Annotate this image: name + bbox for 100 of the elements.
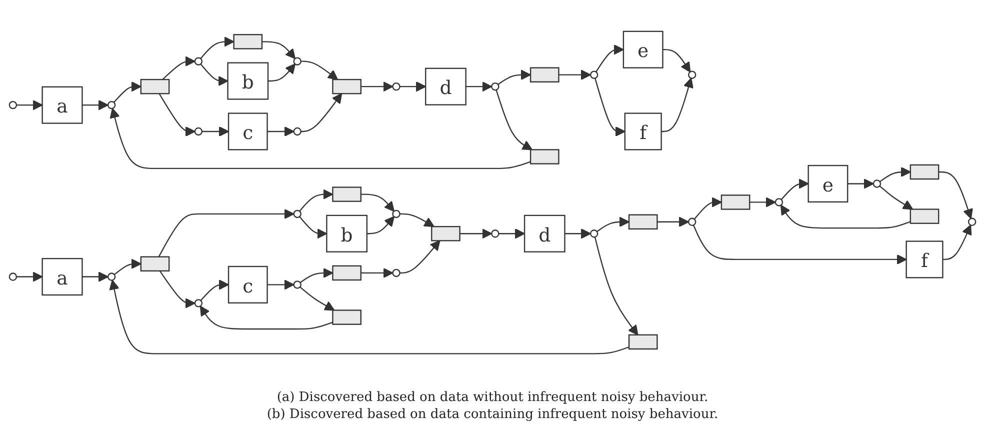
arrow	[780, 204, 911, 229]
node-circle	[590, 229, 598, 238]
node-box	[326, 214, 368, 252]
arrow	[82, 100, 108, 110]
node-circle	[590, 70, 598, 79]
node-circle	[293, 57, 302, 66]
node-box	[906, 240, 944, 278]
petri-net-diagram: a b c d e f a b c d f e	[0, 22, 985, 364]
arrow	[159, 270, 196, 308]
arrow	[267, 280, 294, 290]
arrow	[114, 258, 142, 276]
arrow	[300, 286, 335, 311]
node-box	[42, 258, 83, 296]
node-circle	[688, 218, 696, 226]
arrow	[158, 208, 294, 258]
node-circle	[774, 198, 784, 206]
node-circle	[293, 210, 302, 218]
node-circle	[107, 100, 116, 110]
arrow	[82, 272, 108, 282]
arrow	[200, 280, 229, 301]
node-circle	[194, 299, 203, 308]
arrow	[942, 224, 972, 260]
node-bar	[140, 78, 170, 94]
arrow	[498, 228, 525, 239]
node-circle	[8, 100, 18, 110]
arrow	[466, 81, 492, 92]
node-box	[227, 62, 269, 100]
node-circle	[688, 70, 696, 79]
node-circle	[491, 82, 500, 91]
arrow	[16, 272, 43, 282]
arrow	[657, 216, 690, 228]
arrow	[596, 44, 624, 72]
arrow	[366, 216, 394, 234]
arrow	[113, 81, 142, 103]
arrow	[496, 90, 533, 150]
arrow	[110, 108, 531, 170]
arrow	[16, 100, 43, 110]
arrow	[880, 166, 911, 182]
arrow	[300, 60, 338, 80]
node-box	[42, 86, 83, 124]
arrow	[300, 93, 342, 132]
arrow	[360, 268, 394, 278]
arrow	[460, 228, 492, 239]
arrow	[400, 81, 426, 92]
caption: (b) Discovered based on data containing infrequent noisy behaviour.	[266, 407, 720, 422]
node-bar	[332, 310, 362, 325]
node-circle	[293, 280, 302, 289]
node-bar	[332, 78, 362, 94]
arrow	[200, 64, 228, 86]
arrow	[848, 178, 874, 189]
node-bar	[332, 265, 362, 281]
arrow	[109, 280, 630, 354]
arrow	[360, 81, 394, 92]
node-bar	[140, 256, 170, 272]
node-circle	[392, 268, 400, 278]
arrow	[200, 36, 234, 59]
arrow	[268, 64, 296, 82]
node-bar	[628, 214, 658, 230]
arrow	[262, 41, 296, 60]
node-box	[425, 68, 466, 106]
node-box	[524, 214, 566, 252]
node-circle	[293, 127, 302, 136]
node-bar	[628, 334, 658, 350]
node-bar	[332, 186, 362, 202]
node-bar	[233, 34, 263, 50]
node-circle	[194, 57, 203, 66]
arrow	[780, 178, 809, 200]
arrow	[938, 171, 973, 219]
arrow	[692, 224, 907, 265]
arrow	[498, 70, 532, 85]
node-circle	[872, 180, 882, 188]
arrow	[202, 126, 229, 137]
arrow	[267, 126, 294, 137]
node-box	[808, 164, 848, 202]
node-circle	[392, 210, 400, 218]
node-box	[622, 30, 664, 68]
node-circle	[194, 127, 203, 136]
node-box	[228, 266, 268, 304]
node-box	[624, 112, 662, 150]
arrow	[564, 228, 592, 239]
arrow	[158, 93, 196, 137]
arrow	[200, 306, 333, 330]
arrow	[299, 216, 328, 239]
arrow	[662, 48, 691, 72]
arrow	[558, 70, 592, 80]
node-circle	[107, 272, 116, 281]
arrow	[596, 216, 630, 232]
node-bar	[530, 149, 560, 164]
arrow	[400, 213, 434, 228]
node-bar	[910, 208, 940, 224]
arrow	[879, 186, 914, 210]
arrow	[360, 194, 394, 212]
arrow	[299, 189, 334, 212]
arrow	[661, 78, 694, 132]
arrow	[594, 236, 638, 336]
arrow	[162, 56, 196, 80]
node-circle	[491, 229, 500, 238]
arrow	[594, 78, 626, 137]
arrow	[300, 268, 334, 284]
arrow	[750, 197, 776, 208]
